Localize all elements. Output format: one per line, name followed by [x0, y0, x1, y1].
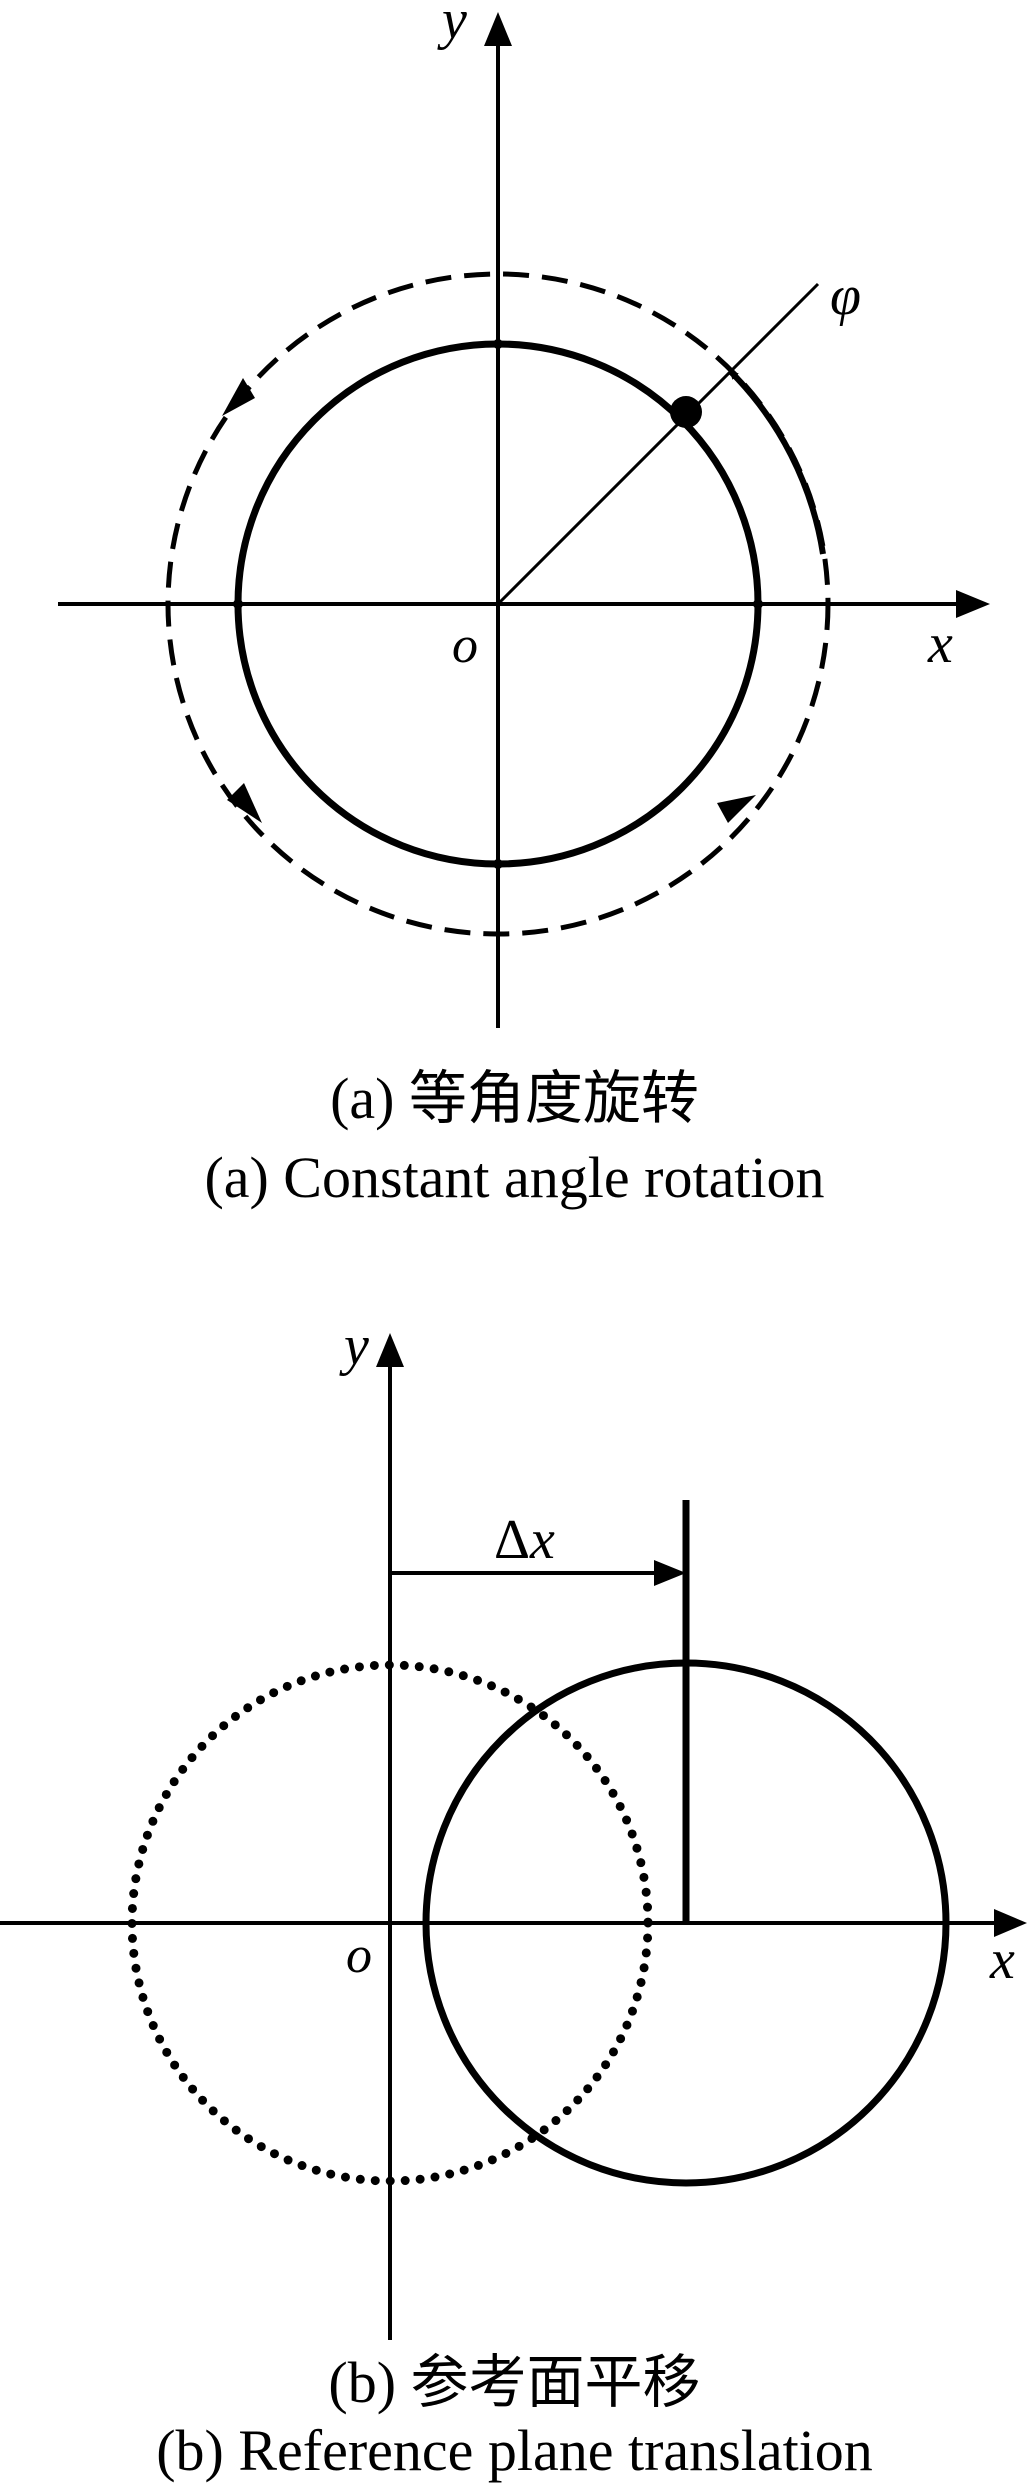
figure-a-arrow-lower-left	[227, 783, 262, 823]
figure-a-arrow-lower-right	[717, 795, 756, 823]
figure-b-dotted-circle	[127, 1660, 653, 2186]
figure-a-x-axis-arrow	[956, 590, 990, 618]
figure-b-origin-label: o	[346, 1927, 372, 1984]
figure-a-phi-ray	[496, 282, 820, 606]
figure-a-axis-dot-left	[233, 599, 243, 609]
figure-b-shift-var: x	[529, 1509, 555, 1571]
figure-a-y-axis-arrow	[484, 12, 512, 46]
figure-a-axis-dot-right	[753, 599, 763, 609]
figure-a-y-label: y	[437, 0, 467, 51]
figure-a-origin-label: o	[452, 617, 478, 674]
figure-a-phi-label: φ	[830, 265, 861, 327]
figure-a-x-label: x	[927, 613, 953, 675]
figure-b-y-axis-arrow	[376, 1333, 404, 1367]
figure-a: y x o φ	[58, 0, 990, 1028]
figure-b-caption-cn: (b) 参考面平移	[328, 2350, 701, 2415]
figure-a-rotation-arc	[727, 368, 826, 555]
figure-b-caption-en: (b) Reference plane translation	[156, 2418, 873, 2483]
figure-a-arrow-upper-left	[222, 378, 255, 416]
figure-b-y-label: y	[339, 1315, 369, 1377]
figure-a-rotating-point	[670, 396, 702, 428]
figure-b-shift-delta: Δ	[494, 1509, 530, 1571]
figure-b-x-axis-arrow	[994, 1909, 1027, 1937]
figure-a-caption-cn: (a) 等角度旋转	[330, 1066, 699, 1131]
figure-b: y x o Δx	[0, 1315, 1027, 2340]
figure-a-caption-en: (a) Constant angle rotation	[204, 1145, 825, 1210]
figure-b-x-label: x	[989, 1929, 1015, 1991]
figure-b-shift-label: Δx	[494, 1509, 555, 1571]
figure-a-axis-dot-bottom	[493, 859, 503, 869]
figure-b-shift-arrow-head	[654, 1560, 686, 1586]
figure-a-axis-dot-top	[493, 339, 503, 349]
figure-a-dashed-circle	[165, 271, 831, 937]
